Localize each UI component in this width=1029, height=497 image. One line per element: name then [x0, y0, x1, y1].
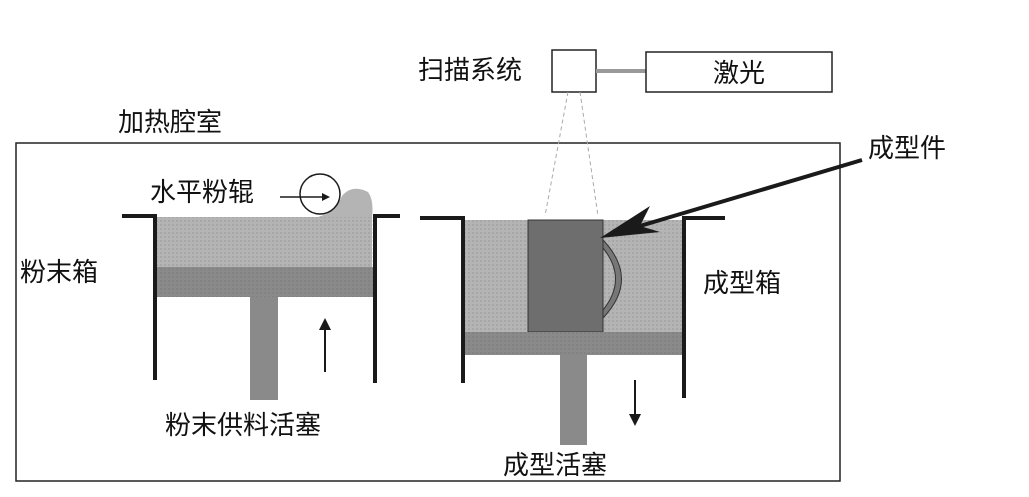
arrow-up-icon — [319, 318, 331, 372]
laser-beam-right — [579, 91, 599, 217]
formed-part-handle — [602, 238, 622, 320]
label-forming-piston: 成型活塞 — [503, 451, 607, 481]
label-roller: 水平粉辊 — [150, 178, 254, 208]
powder-piston-rod — [250, 297, 278, 400]
label-powder-box: 粉末箱 — [20, 258, 98, 288]
formed-part-pointer-arrow — [600, 158, 863, 238]
label-powder-piston: 粉末供料活塞 — [165, 411, 321, 441]
laser-beam-left — [544, 91, 569, 217]
forming-box — [420, 216, 725, 445]
label-laser: 激光 — [713, 59, 765, 89]
forming-piston-rod — [560, 355, 587, 445]
label-forming-box: 成型箱 — [703, 269, 781, 299]
scan-system-box — [551, 49, 597, 93]
roller — [299, 173, 341, 215]
arrow-down-icon — [629, 380, 641, 426]
formed-part — [527, 219, 604, 333]
label-scan-system: 扫描系统 — [418, 56, 522, 86]
powder-box — [122, 173, 400, 400]
label-heating-chamber: 加热腔室 — [118, 108, 222, 138]
heating-chamber — [15, 142, 841, 482]
laser-box — [645, 51, 833, 93]
laser-connector — [596, 69, 646, 73]
label-formed-part: 成型件 — [868, 134, 946, 164]
